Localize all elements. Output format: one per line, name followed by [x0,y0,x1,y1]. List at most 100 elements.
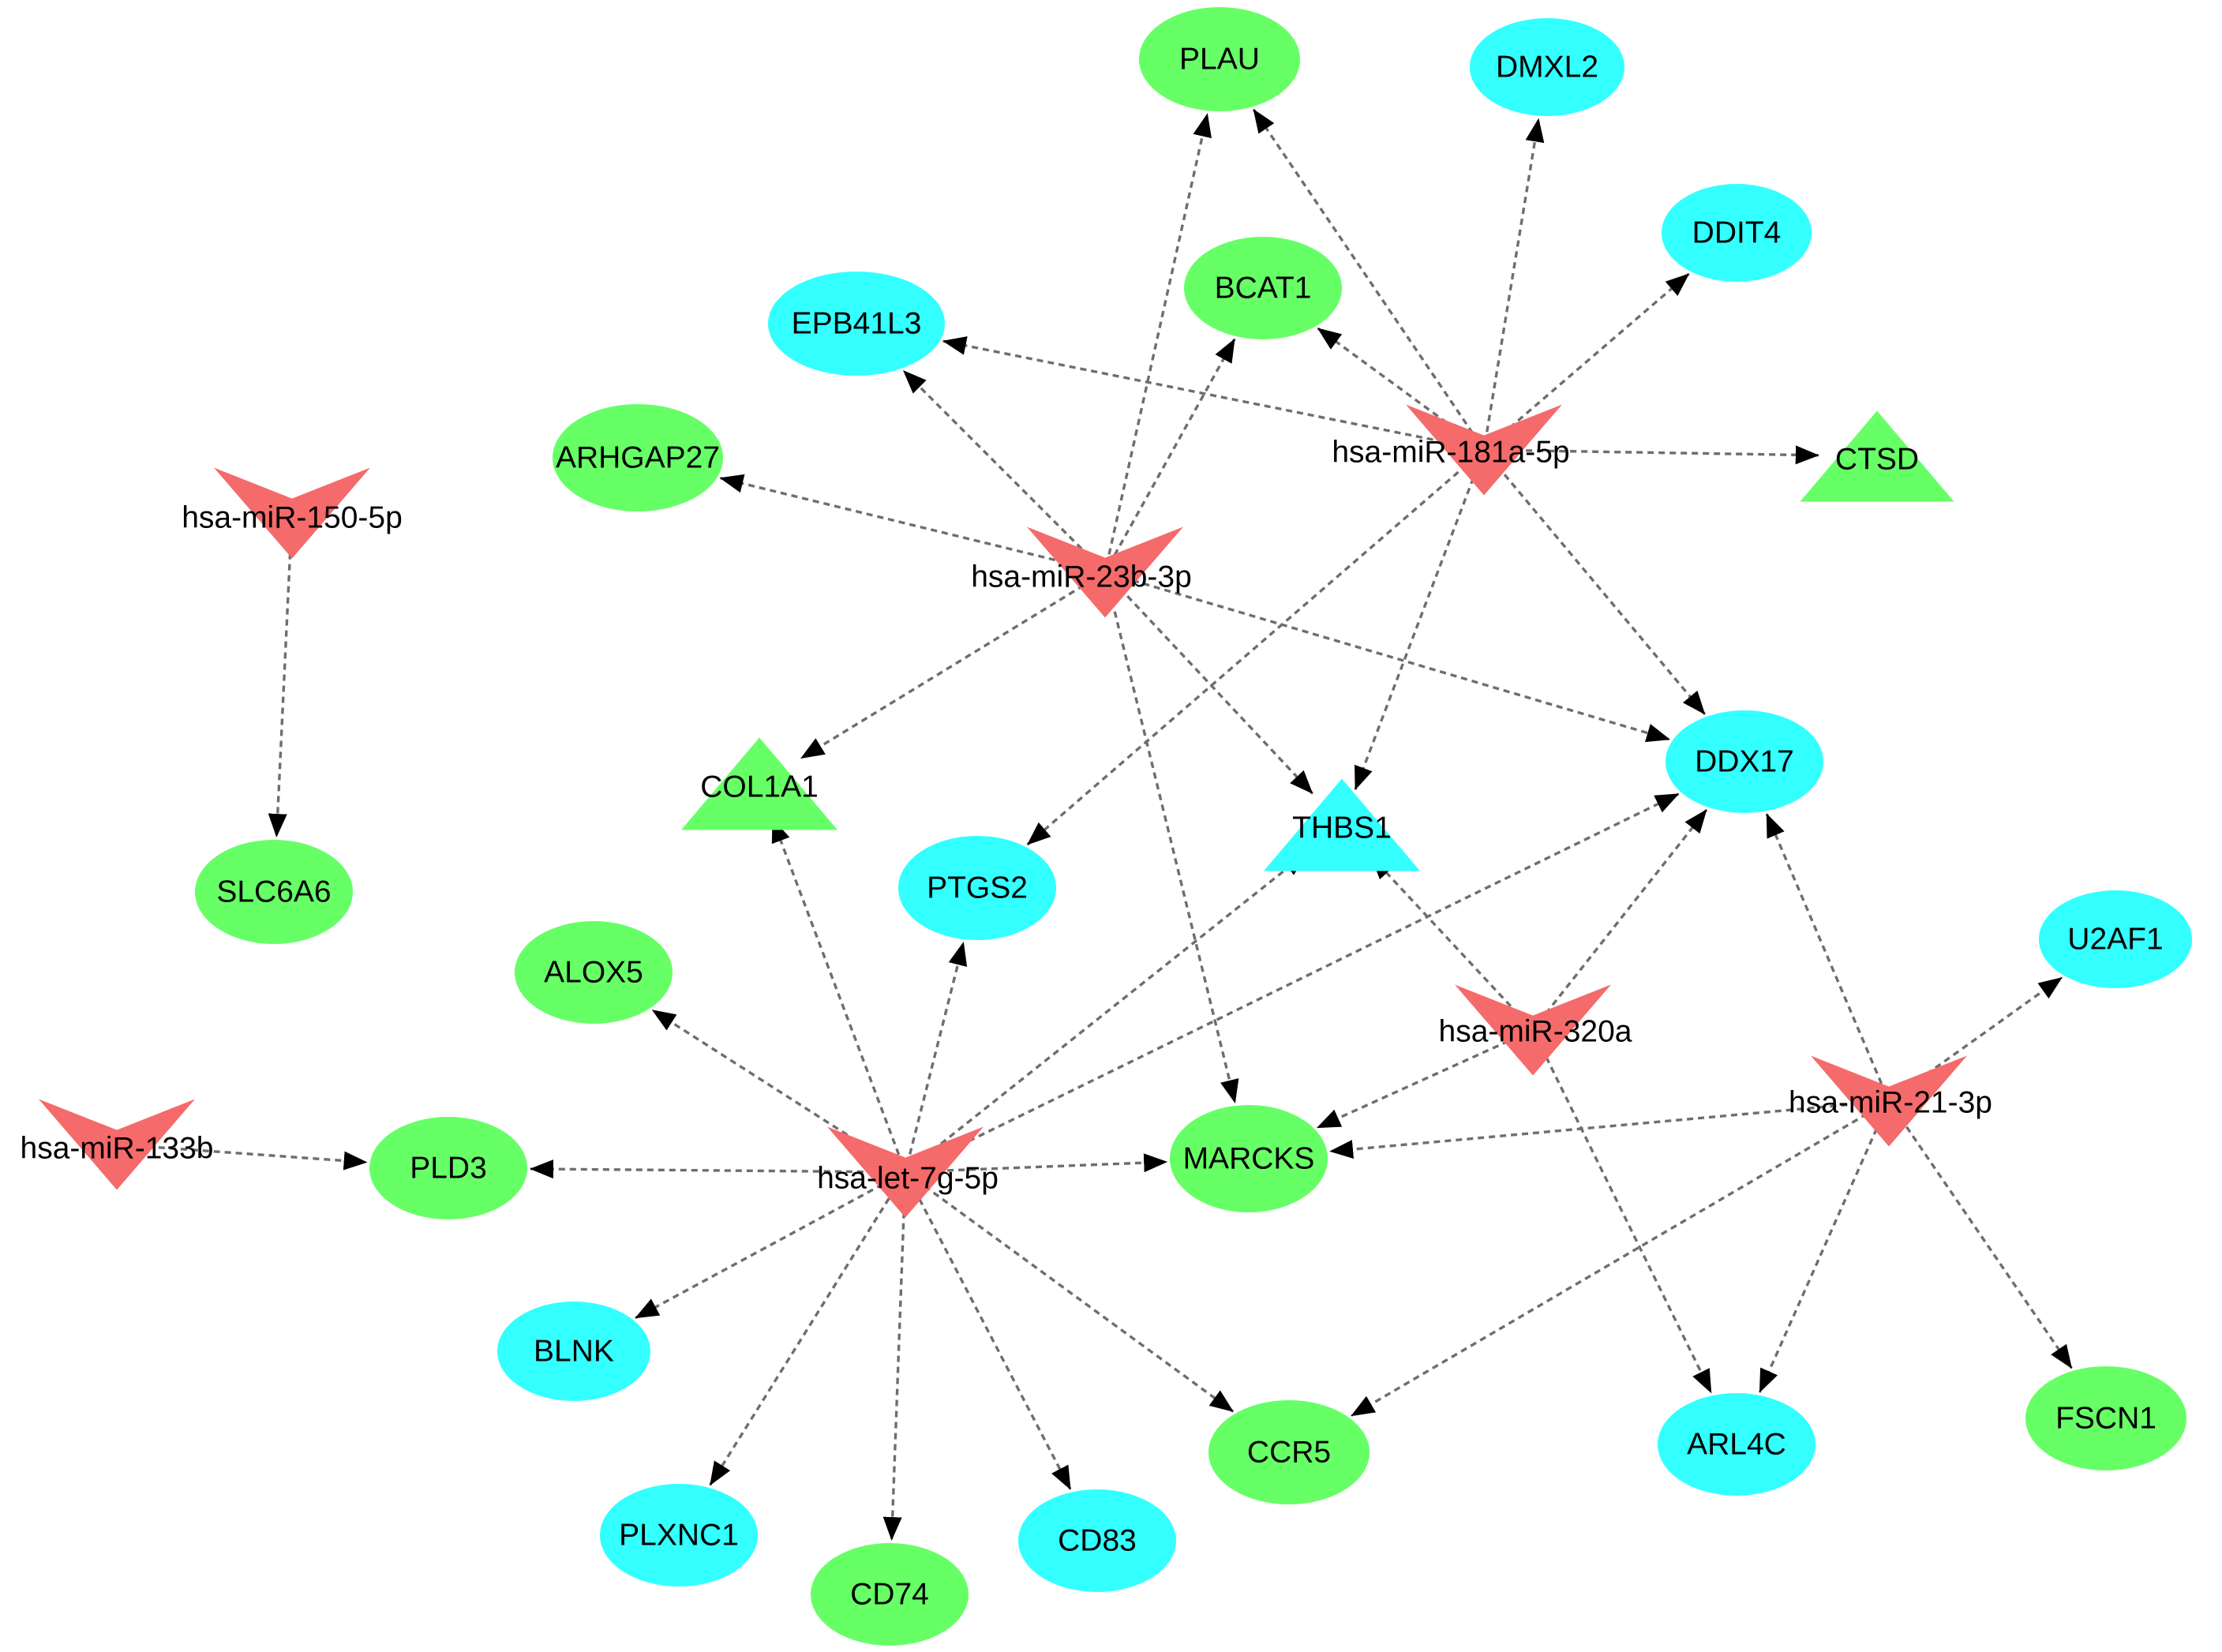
mirna-vee [39,1099,195,1190]
edge-hsa-let-7g-5p-to-ptgs2 [909,942,968,1155]
gene-ellipse [600,1484,758,1586]
node-label: hsa-miR-150-5p [182,501,403,535]
node-ddx17[interactable]: DDX17 [1666,710,1823,813]
node-hsa-mir-181a-5p[interactable]: hsa-miR-181a-5p [1332,404,1570,496]
node-label: ALOX5 [544,956,643,990]
edge-hsa-mir-21-3p-to-fscn1 [1899,1117,2073,1369]
gene-ellipse [195,840,353,944]
node-label: ARL4C [1687,1428,1786,1462]
node-label: THBS1 [1292,811,1392,845]
node-cd83[interactable]: CD83 [1018,1489,1176,1592]
edge-hsa-let-7g-5p-to-cd83 [912,1189,1072,1490]
node-dmxl2[interactable]: DMXL2 [1470,18,1624,116]
node-label: BCAT1 [1215,272,1312,305]
node-thbs1[interactable]: THBS1 [1264,778,1420,871]
node-label: CTSD [1835,443,1919,477]
node-ctsd[interactable]: CTSD [1800,410,1954,502]
edge-hsa-mir-181a-5p-to-plau [1252,108,1474,434]
node-epb41l3[interactable]: EPB41L3 [768,272,945,376]
edge-hsa-mir-21-3p-to-marcks [1329,1102,1859,1159]
edge-hsa-mir-23b-3p-to-arhgap27 [719,474,1077,567]
node-marcks[interactable]: MARCKS [1170,1105,1328,1212]
gene-ellipse [1470,18,1624,116]
node-hsa-mir-133b[interactable]: hsa-miR-133b [21,1099,214,1190]
edge-hsa-let-7g-5p-to-cd74 [882,1189,906,1541]
edge-hsa-mir-181a-5p-to-ddx17 [1496,465,1707,715]
node-plxnc1[interactable]: PLXNC1 [600,1484,758,1586]
edge-hsa-mir-181a-5p-to-ddit4 [1500,272,1690,436]
node-u2af1[interactable]: U2AF1 [2039,890,2192,988]
node-label: DDX17 [1695,745,1794,779]
node-fscn1[interactable]: FSCN1 [2025,1366,2186,1470]
node-ddit4[interactable]: DDIT4 [1662,184,1812,282]
edge-hsa-let-7g-5p-to-marcks [936,1153,1168,1173]
node-col1a1[interactable]: COL1A1 [681,737,837,830]
node-pld3[interactable]: PLD3 [369,1117,527,1219]
node-arhgap27[interactable]: ARHGAP27 [553,404,723,511]
gene-triangle [681,737,837,830]
gene-ellipse [497,1302,650,1401]
gene-ellipse [553,404,723,511]
edge-hsa-let-7g-5p-to-alox5 [651,1009,886,1160]
node-label: COL1A1 [700,770,819,804]
gene-ellipse [369,1117,527,1219]
node-label: hsa-let-7g-5p [817,1162,999,1196]
node-hsa-mir-23b-3p[interactable]: hsa-miR-23b-3p [971,526,1192,618]
gene-ellipse [1018,1489,1176,1592]
gene-ellipse [1662,184,1812,282]
node-label: hsa-miR-133b [21,1132,214,1166]
node-hsa-mir-150-5p[interactable]: hsa-miR-150-5p [182,467,403,559]
node-label: DMXL2 [1496,51,1598,84]
node-label: hsa-miR-320a [1439,1015,1632,1049]
mirna-vee [1811,1055,1967,1147]
gene-ellipse [1666,710,1823,813]
edge-hsa-mir-181a-5p-to-thbs1 [1354,466,1479,791]
gene-ellipse [2025,1366,2186,1470]
gene-ellipse [811,1543,969,1646]
edge-hsa-let-7g-5p-to-thbs1 [923,852,1307,1159]
node-label: hsa-miR-23b-3p [971,560,1192,594]
edge-hsa-mir-150-5p-to-slc6a6 [268,530,293,838]
node-blnk[interactable]: BLNK [497,1302,650,1401]
node-label: PTGS2 [927,871,1028,905]
mirna-vee [1027,526,1183,618]
node-label: hsa-miR-181a-5p [1332,436,1569,470]
node-label: ARHGAP27 [556,441,720,475]
node-label: CCR5 [1247,1436,1331,1470]
node-hsa-mir-320a[interactable]: hsa-miR-320a [1439,984,1632,1076]
edges-layer [147,108,2073,1541]
edge-hsa-mir-23b-3p-to-col1a1 [800,584,1085,760]
node-label: EPB41L3 [792,307,922,341]
node-label: U2AF1 [2067,923,2163,957]
gene-ellipse [515,921,673,1024]
node-label: DDIT4 [1692,216,1782,250]
mirna-vee [214,467,370,559]
edge-hsa-let-7g-5p-to-blnk [635,1183,884,1320]
node-ccr5[interactable]: CCR5 [1208,1400,1370,1504]
edge-hsa-mir-21-3p-to-arl4c [1758,1118,1883,1393]
node-bcat1[interactable]: BCAT1 [1184,237,1342,339]
node-plau[interactable]: PLAU [1139,7,1300,111]
edge-hsa-mir-181a-5p-to-dmxl2 [1486,118,1545,433]
gene-ellipse [1184,237,1342,339]
node-hsa-let-7g-5p[interactable]: hsa-let-7g-5p [817,1126,999,1218]
node-ptgs2[interactable]: PTGS2 [898,836,1056,940]
node-label: CD74 [850,1578,929,1612]
edge-hsa-let-7g-5p-to-pld3 [529,1159,875,1179]
node-hsa-mir-21-3p[interactable]: hsa-miR-21-3p [1789,1055,1992,1147]
edge-hsa-mir-181a-5p-to-epb41l3 [942,336,1456,446]
node-label: FSCN1 [2055,1402,2156,1436]
node-slc6a6[interactable]: SLC6A6 [195,840,353,944]
edge-hsa-let-7g-5p-to-plxnc1 [709,1188,897,1486]
edge-hsa-mir-181a-5p-to-bcat1 [1317,327,1466,437]
mirna-vee [1455,984,1611,1076]
edge-hsa-let-7g-5p-to-ccr5 [924,1185,1235,1413]
edge-hsa-mir-133b-to-pld3 [147,1145,368,1171]
node-cd74[interactable]: CD74 [811,1543,969,1646]
edge-hsa-mir-320a-to-marcks [1316,1040,1509,1129]
edge-hsa-mir-320a-to-ddx17 [1544,808,1708,1015]
node-alox5[interactable]: ALOX5 [515,921,673,1024]
node-arl4c[interactable]: ARL4C [1658,1393,1815,1496]
edge-hsa-mir-23b-3p-to-marcks [1107,590,1239,1104]
